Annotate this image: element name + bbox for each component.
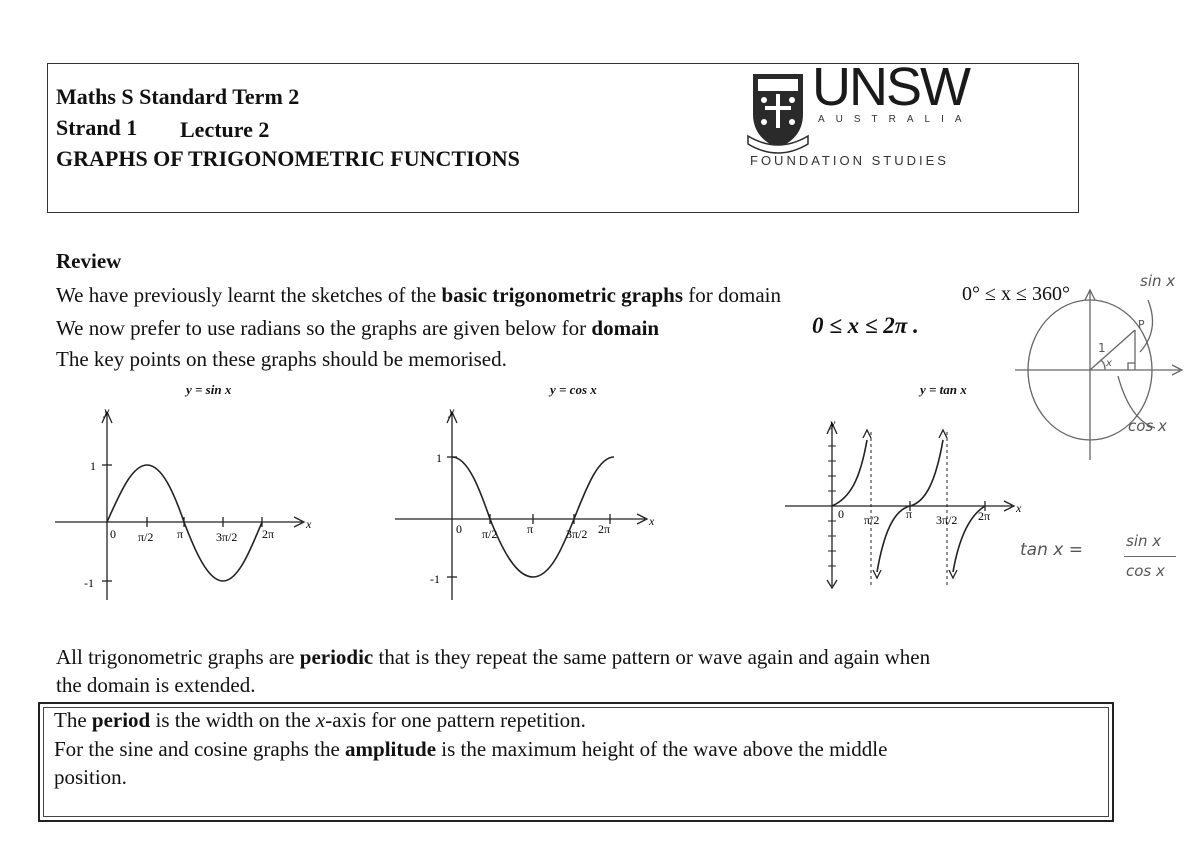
amplitude-definition: For the sine and cosine graphs the ampli… xyxy=(54,737,887,762)
sin-y-label: y xyxy=(103,404,110,418)
handwritten-tan-numerator: sin x xyxy=(1126,532,1162,550)
periodic-text-a: All trigonometric graphs are xyxy=(56,645,300,669)
header-box xyxy=(47,63,1079,213)
def2-text-a: For the sine and cosine graphs the xyxy=(54,737,346,761)
p1-bold: basic trigonometric graphs xyxy=(441,283,683,307)
tan-x-arrow-icon xyxy=(1003,500,1016,512)
review-paragraph-2: We now prefer to use radians so the grap… xyxy=(56,316,659,341)
def1-text-c: -axis for one pattern repetition. xyxy=(325,708,586,732)
course-title: Maths S Standard Term 2 xyxy=(56,84,300,109)
cos-y-label: y xyxy=(448,404,455,418)
cosine-graph: y x 1 -1 0 π/2 π 3π/2 2π xyxy=(395,404,655,600)
cos-minus-one-label: -1 xyxy=(430,572,440,586)
def1-text-a: The xyxy=(54,708,92,732)
handwritten-fraction-bar xyxy=(1124,556,1176,557)
sin-y-arrow-icon xyxy=(101,410,113,424)
sin-three-pi-half-label: 3π/2 xyxy=(216,530,237,544)
radius-one-label: 1 xyxy=(1098,341,1106,355)
cos-x-arrow-icon xyxy=(636,513,649,525)
sine-graph: y x 1 -1 0 π/2 π 3π/2 2π xyxy=(55,404,312,600)
tan-zero-label: 0 xyxy=(838,507,844,521)
cos-graph-title: y = cos x xyxy=(550,382,597,397)
sin-zero-label: 0 xyxy=(110,527,116,541)
def2-bold: amplitude xyxy=(345,737,437,761)
p2-bold: domain xyxy=(591,316,660,340)
cos-two-pi-label: 2π xyxy=(598,522,610,536)
tan-three-pi-half-label: 3π/2 xyxy=(936,513,957,527)
periodic-bold: periodic xyxy=(299,645,374,669)
tan-pi-half-label: π/2 xyxy=(864,513,879,527)
periodic-text-b: that is they repeat the same pattern or … xyxy=(373,645,931,669)
def1-x: x xyxy=(315,708,326,732)
cos-pi-label: π xyxy=(527,522,533,536)
tan-y-label: y xyxy=(829,416,836,430)
angle-label: x xyxy=(1105,358,1112,369)
periodic-line-1: All trigonometric graphs are periodic th… xyxy=(56,645,930,670)
sin-pi-half-label: π/2 xyxy=(138,530,153,544)
handwritten-cosx: cos x xyxy=(1128,417,1167,435)
tan-branch-3 xyxy=(952,505,986,573)
degree-domain: 0° ≤ x ≤ 360° xyxy=(962,283,1070,305)
tan-branch-2 xyxy=(876,439,944,573)
tan-branch-1 xyxy=(831,439,868,507)
p1-text-a: We have previously learnt the sketches o… xyxy=(56,283,442,307)
def1-text-b: is the width on the xyxy=(150,708,316,732)
sine-curve xyxy=(106,464,263,582)
tan-graph-title: y = tan x xyxy=(920,382,967,397)
handwritten-tan-denominator: cos x xyxy=(1126,562,1165,580)
def1-bold: period xyxy=(91,708,151,732)
cos-three-pi-half-label: 3π/2 xyxy=(566,527,587,541)
sin-one-label: 1 xyxy=(90,459,96,473)
cos-y-arrow-icon xyxy=(446,410,458,424)
point-p-label: P xyxy=(1138,318,1145,331)
sin-x-arrow-icon xyxy=(293,516,306,528)
definition-box xyxy=(38,702,1114,822)
tangent-graph: y x 0 π/2 π 3π/2 2π xyxy=(785,416,1022,590)
sin-pi-label: π xyxy=(177,527,183,541)
p1-text-b: for domain xyxy=(683,283,781,307)
review-paragraph-1: We have previously learnt the sketches o… xyxy=(56,283,781,308)
radian-domain: 0 ≤ x ≤ 2π . xyxy=(812,313,919,338)
tan-x-label: x xyxy=(1015,501,1022,515)
sin-minus-one-label: -1 xyxy=(84,576,94,590)
cos-zero-label: 0 xyxy=(456,522,462,536)
logo-country: AUSTRALIA xyxy=(818,114,973,125)
unsw-crest-icon xyxy=(747,74,809,154)
period-definition: The period is the width on the x-axis fo… xyxy=(54,708,586,733)
sin-two-pi-label: 2π xyxy=(262,527,274,541)
review-heading: Review xyxy=(56,249,122,273)
handwritten-sinx: sin x xyxy=(1140,272,1176,290)
cos-one-label: 1 xyxy=(436,451,442,465)
amplitude-definition-end: position. xyxy=(54,765,127,789)
review-paragraph-3: The key points on these graphs should be… xyxy=(56,347,507,371)
periodic-line-2: the domain is extended. xyxy=(56,673,256,697)
unit-circle-sketch: 1 x P xyxy=(1015,288,1184,460)
strand-text: Strand 1 xyxy=(56,115,138,140)
cosine-curve xyxy=(451,456,615,578)
tan-y-arrow-icon xyxy=(826,421,838,435)
handwritten-tan-lhs: tan x = xyxy=(1020,540,1083,560)
lecture-topic: GRAPHS OF TRIGONOMETRIC FUNCTIONS xyxy=(56,146,520,171)
lecture-label: Lecture 2 xyxy=(180,117,270,142)
p2-text-a: We now prefer to use radians so the grap… xyxy=(56,316,592,340)
tan-two-pi-label: 2π xyxy=(978,509,990,523)
logo-unit: FOUNDATION STUDIES xyxy=(750,153,949,168)
def2-text-b: is the maximum height of the wave above … xyxy=(436,737,888,761)
unsw-wordmark: UNSW xyxy=(812,57,971,117)
radius-line xyxy=(1089,329,1136,371)
strand-label: Strand 1 xyxy=(56,115,137,141)
cos-pi-half-label: π/2 xyxy=(482,527,497,541)
cos-x-label: x xyxy=(648,514,655,528)
sin-x-label: x xyxy=(305,517,312,531)
tan-pi-label: π xyxy=(906,507,912,521)
sin-graph-title: y = sin x xyxy=(186,382,232,397)
